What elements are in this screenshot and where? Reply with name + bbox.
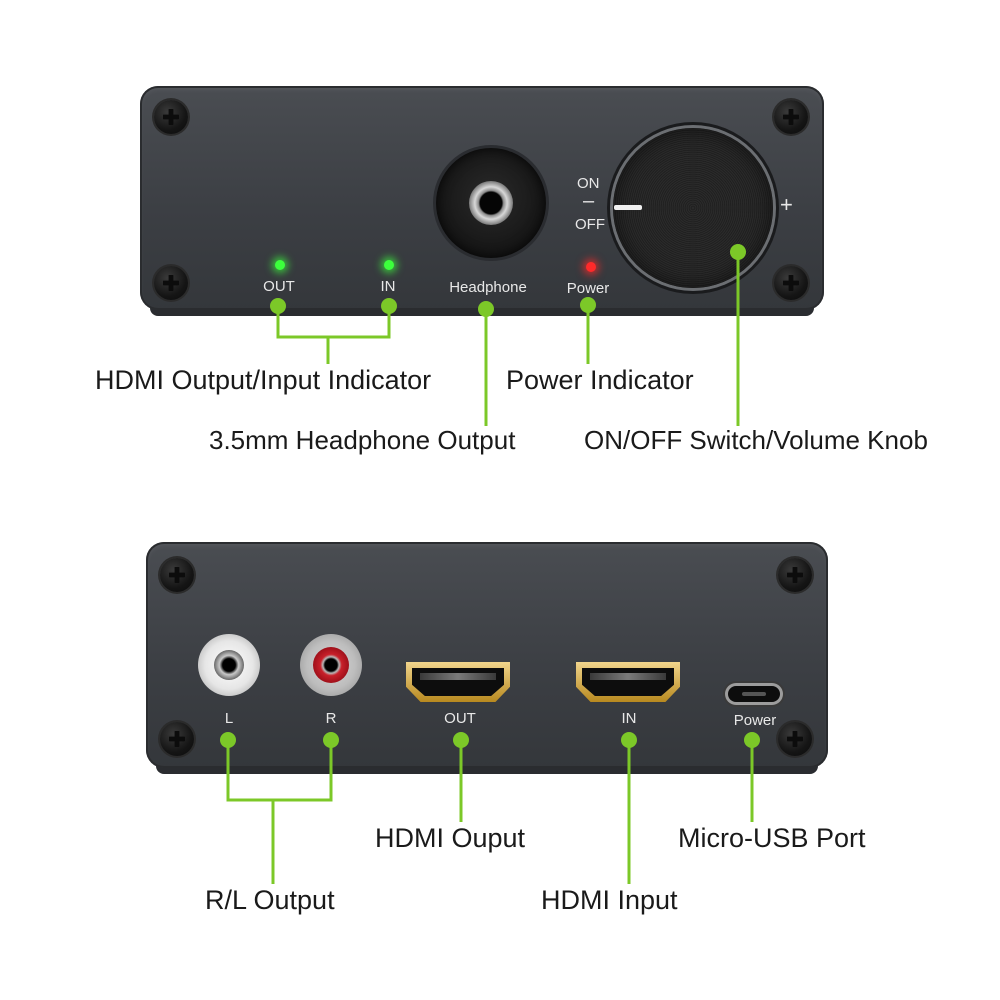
callout-dot	[580, 297, 596, 313]
rca-right-jack[interactable]	[300, 634, 362, 696]
rca-socket-icon	[313, 647, 349, 683]
callout-dot	[323, 732, 339, 748]
callout-dot	[270, 298, 286, 314]
callout-line-rl	[226, 740, 333, 802]
knob-label-minus: –	[583, 190, 595, 212]
front-label-out: OUT	[263, 278, 295, 295]
micro-usb-port[interactable]	[728, 686, 780, 702]
callout-rl-output: R/L Output	[205, 885, 335, 915]
callout-dot	[453, 732, 469, 748]
screw-icon	[778, 722, 812, 756]
knob-label-plus: +	[780, 192, 793, 217]
screw-icon	[778, 558, 812, 592]
rear-label-out: OUT	[444, 710, 476, 727]
rca-left-jack[interactable]	[198, 634, 260, 696]
callout-dot	[381, 298, 397, 314]
callout-hdmi-output: HDMI Ouput	[375, 823, 526, 853]
callout-dot	[621, 732, 637, 748]
callout-dot	[220, 732, 236, 748]
front-label-power: Power	[566, 280, 610, 297]
knob-marker-icon	[614, 205, 642, 210]
hdmi-in-port[interactable]	[576, 662, 680, 702]
screw-icon	[154, 266, 188, 300]
callout-hdmi-input: HDMI Input	[541, 885, 678, 915]
hdmi-out-led	[275, 260, 285, 270]
headphone-socket-icon	[469, 181, 513, 225]
rear-label-power: Power	[733, 712, 777, 729]
screw-icon	[774, 100, 808, 134]
knob-label-off: OFF	[575, 216, 605, 233]
callout-hdmi-indicator: HDMI Output/Input Indicator	[95, 365, 432, 395]
front-label-in: IN	[380, 278, 396, 295]
callout-line-hdmi-indicator	[276, 308, 391, 339]
headphone-jack[interactable]	[436, 148, 546, 258]
front-label-headphone: Headphone	[449, 279, 527, 296]
hdmi-socket-icon	[582, 668, 674, 696]
screw-icon	[154, 100, 188, 134]
hdmi-pins-icon	[420, 673, 496, 680]
callout-micro-usb: Micro-USB Port	[678, 823, 866, 853]
hdmi-out-port[interactable]	[406, 662, 510, 702]
knob-label-on: ON	[577, 175, 600, 192]
rear-label-r: R	[325, 710, 337, 727]
callout-dot	[744, 732, 760, 748]
screw-icon	[160, 722, 194, 756]
power-led	[586, 262, 596, 272]
screw-icon	[160, 558, 194, 592]
rear-label-in: IN	[621, 710, 637, 727]
callout-dot	[478, 301, 494, 317]
rca-socket-icon	[214, 650, 244, 680]
screw-icon	[774, 266, 808, 300]
hdmi-in-led	[384, 260, 394, 270]
rear-label-l: L	[224, 710, 234, 727]
hdmi-pins-icon	[590, 673, 666, 680]
callout-headphone-output: 3.5mm Headphone Output	[209, 425, 516, 455]
callout-power-indicator: Power Indicator	[506, 365, 694, 395]
callout-dot	[730, 244, 746, 260]
hdmi-socket-icon	[412, 668, 504, 696]
callout-switch-knob: ON/OFF Switch/Volume Knob	[584, 425, 928, 455]
